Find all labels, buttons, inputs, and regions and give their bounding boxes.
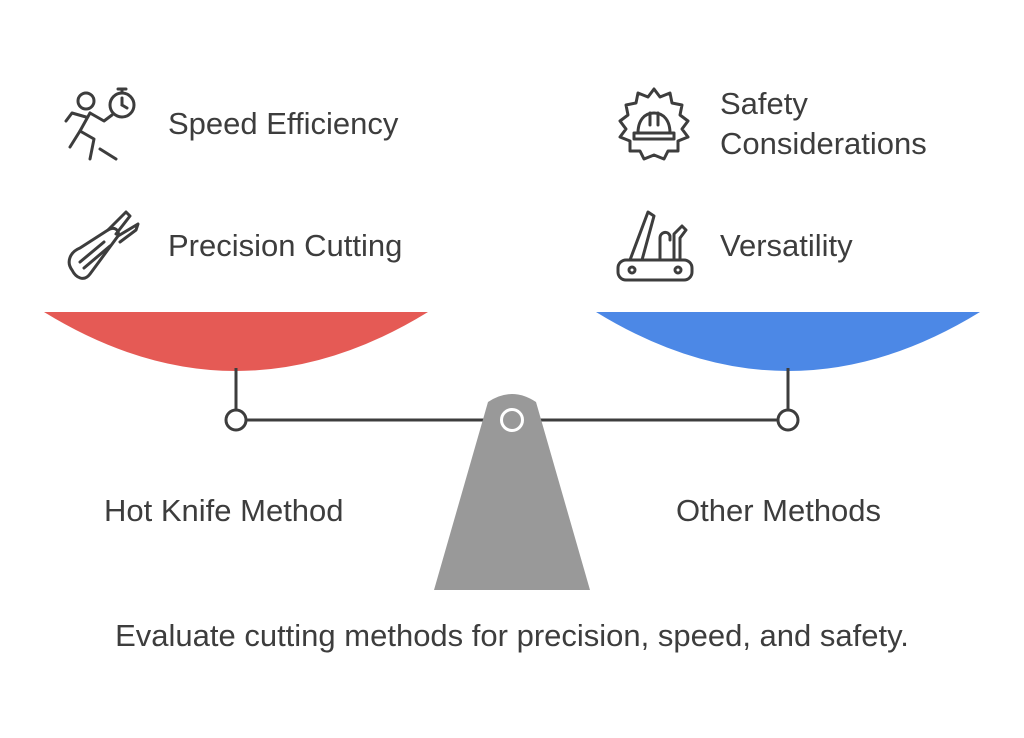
running-person-stopwatch-icon	[60, 83, 144, 167]
factor-label-versatility: Versatility	[720, 228, 853, 263]
multi-tool-knife-icon	[612, 204, 696, 288]
left-joint	[224, 408, 248, 432]
left-pan	[44, 312, 428, 371]
factor-label-safety-considerations: Safety Considerations	[720, 84, 927, 164]
left-side-label: Hot Knife Method	[104, 493, 344, 528]
factor-label-speed-efficiency: Speed Efficiency	[168, 106, 399, 141]
caption: Evaluate cutting methods for precision, …	[115, 618, 909, 653]
fulcrum	[434, 394, 590, 590]
thread-snips-icon	[60, 204, 144, 288]
right-pan	[596, 312, 980, 371]
factor-label-safety-line-1: Safety	[720, 86, 808, 121]
factor-label-precision-cutting: Precision Cutting	[168, 228, 403, 263]
right-joint	[776, 408, 800, 432]
factor-label-safety-line-2: Considerations	[720, 126, 927, 161]
fulcrum-pivot	[500, 408, 524, 432]
right-side-label: Other Methods	[676, 493, 882, 528]
gear-hard-hat-icon	[612, 83, 696, 167]
